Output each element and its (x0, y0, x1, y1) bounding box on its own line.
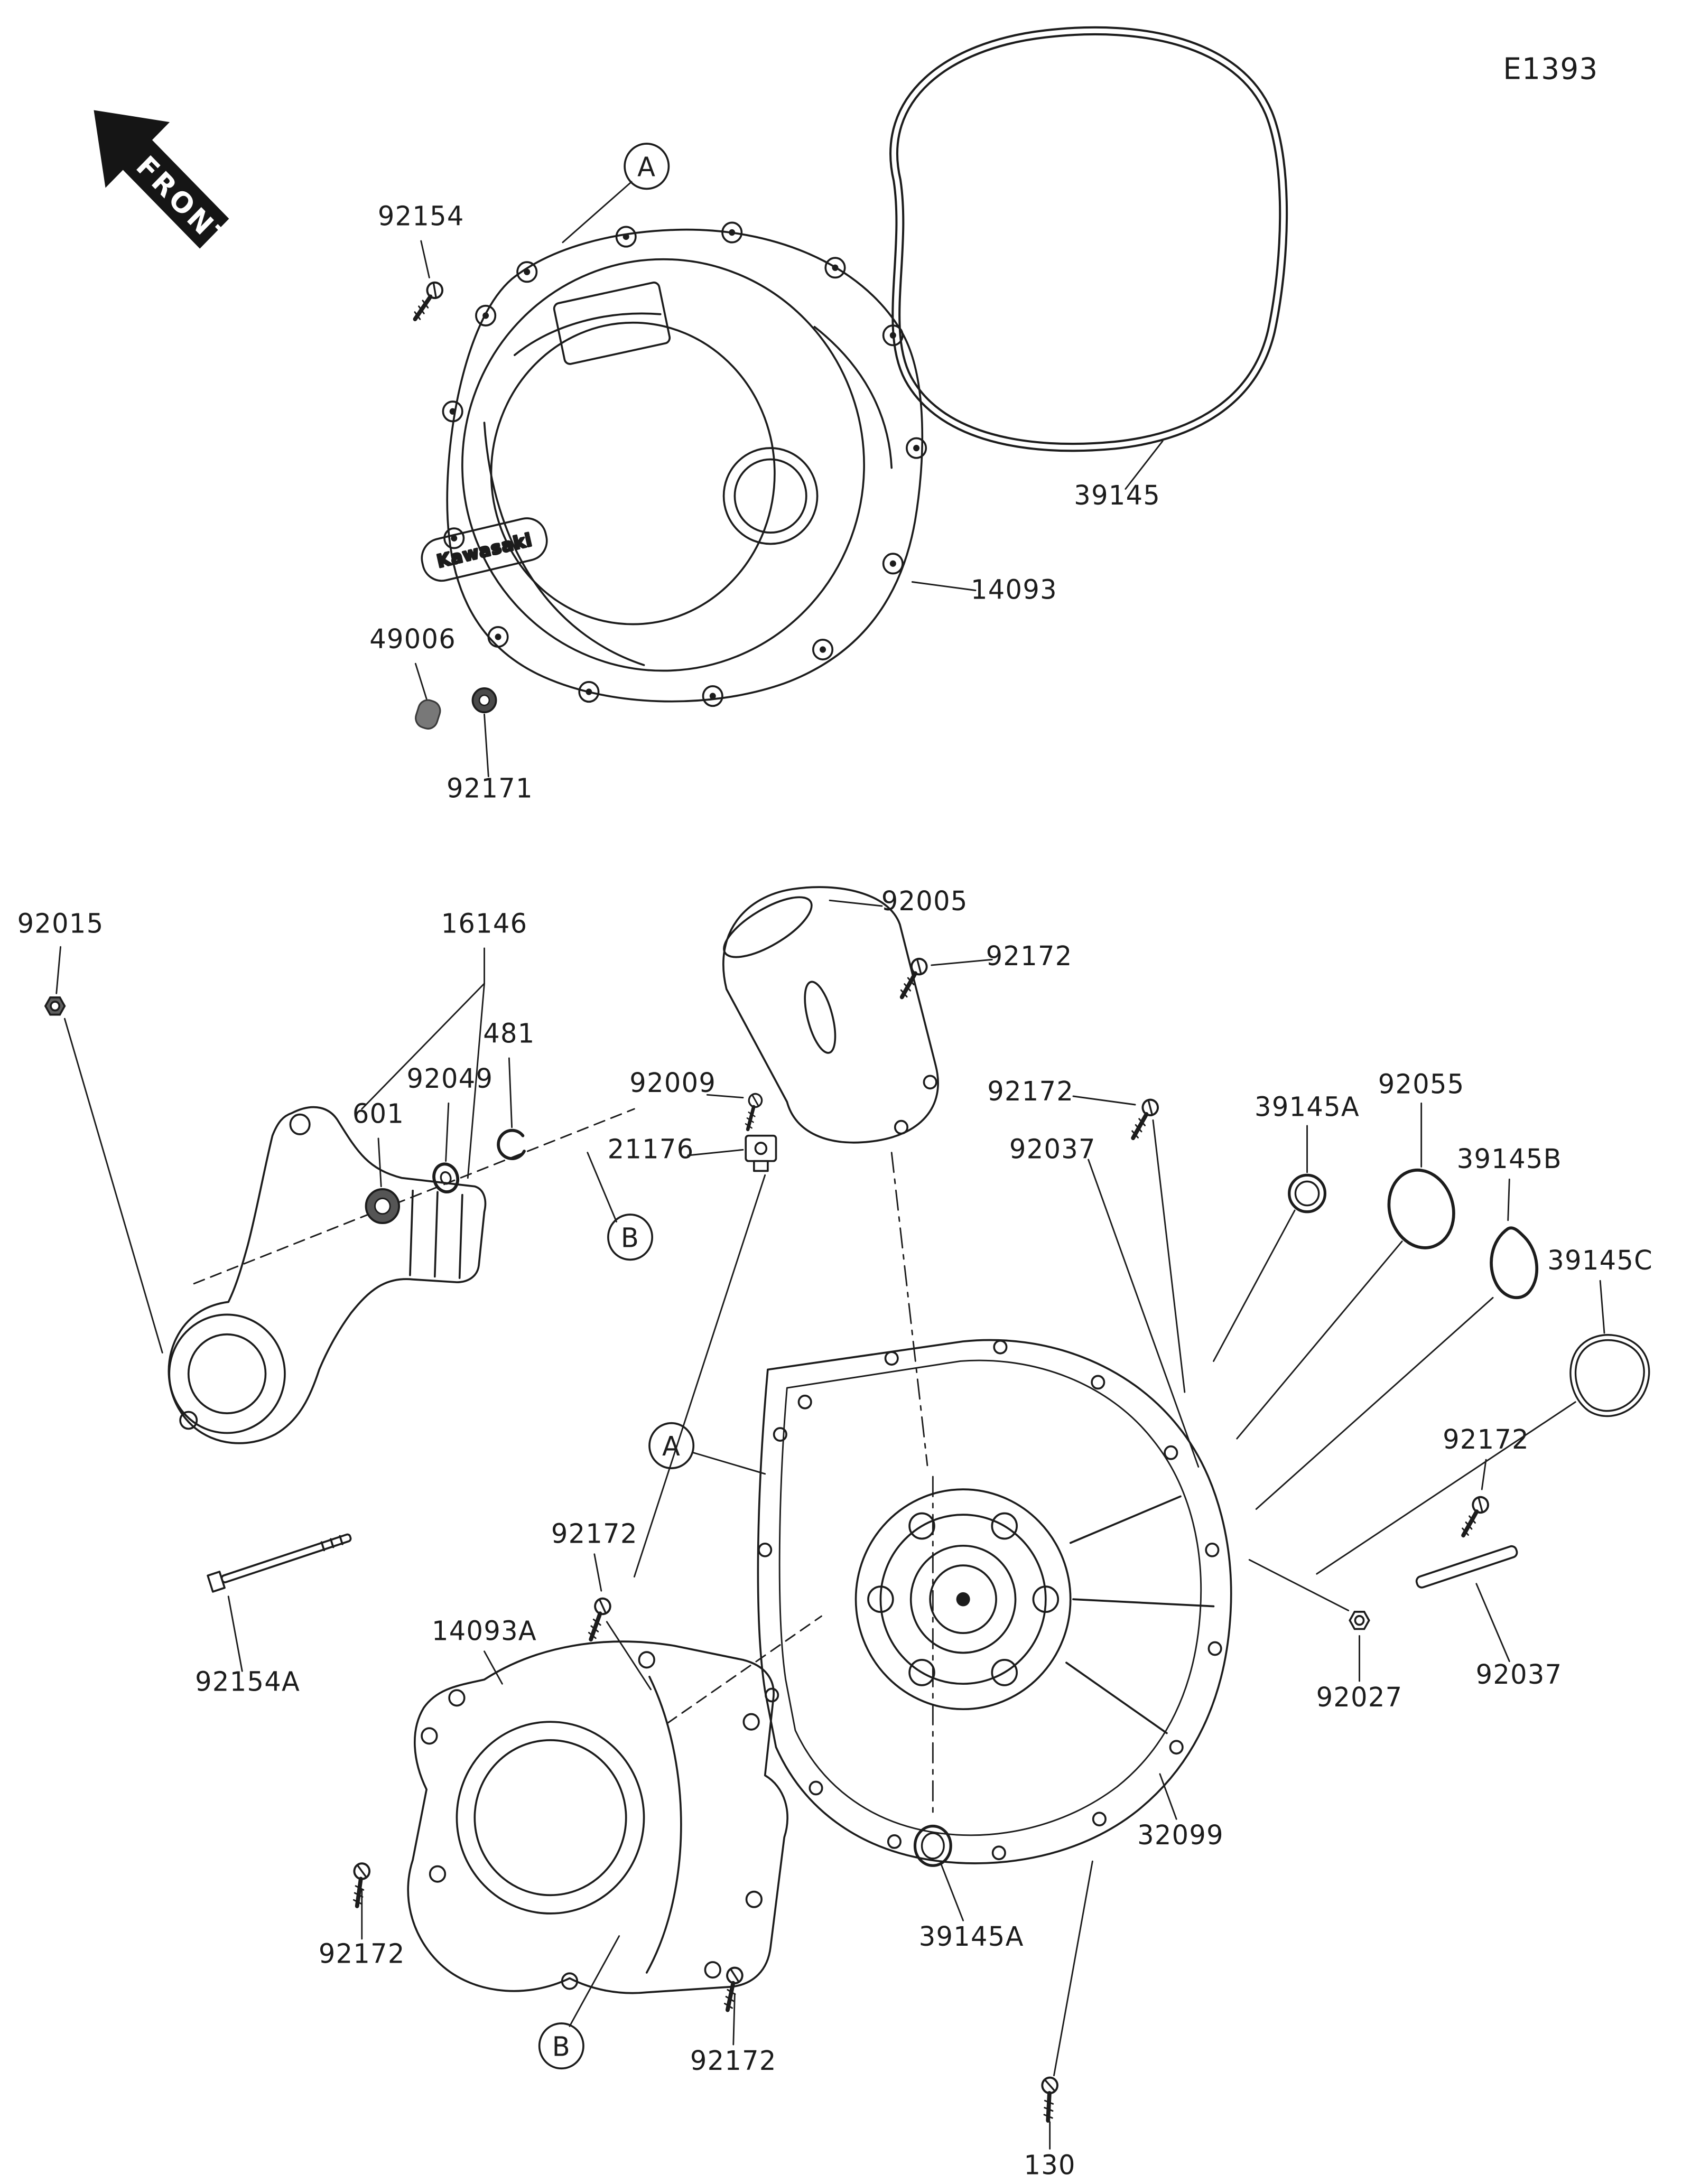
part-ring-39145A-2 (913, 1824, 952, 1867)
part-label-92049: 92049 (406, 1063, 493, 1094)
part-sensor-21176 (745, 1134, 777, 1172)
svg-text:B: B (621, 1222, 639, 1254)
part-collar-39145A-1 (1288, 1173, 1327, 1214)
svg-text:A: A (637, 152, 656, 183)
part-label-92055: 92055 (1378, 1069, 1465, 1100)
part-screw-92009 (741, 1093, 763, 1131)
part-label-92171: 92171 (447, 773, 533, 804)
part-label-130: 130 (1024, 2150, 1075, 2181)
brand-badge: Kawasaki (421, 517, 548, 582)
part-label-92037-1: 92037 (1009, 1134, 1096, 1165)
part-plug-49006 (415, 699, 441, 730)
part-label-92172-4: 92172 (319, 1938, 405, 1970)
part-label-92009: 92009 (629, 1067, 716, 1098)
part-washer-92049 (432, 1162, 460, 1193)
part-screw-92172-3 (584, 1597, 612, 1642)
part-screw-92172-5 (720, 1966, 744, 2012)
part-label-49006: 49006 (369, 623, 456, 655)
leader-lines (55, 181, 1605, 2150)
part-label-92005: 92005 (881, 885, 968, 917)
part-screw-92154 (409, 279, 445, 323)
part-bracket-16146 (168, 1106, 487, 1444)
part-engine-cover-14093: Kawasaki (421, 221, 927, 707)
cover-perimeter-holes (758, 1339, 1222, 1861)
part-screw-92172-6 (1457, 1494, 1491, 1539)
part-label-14093A: 14093A (432, 1616, 537, 1647)
cover-bolt-tabs (442, 221, 927, 707)
part-bolt-130 (1040, 2077, 1058, 2121)
page-code: E1393 (1503, 52, 1598, 87)
part-oring-92055 (1387, 1168, 1455, 1249)
part-label-32099: 32099 (1137, 1820, 1224, 1851)
callout-b-bracket: B (607, 1214, 653, 1261)
part-grommet-92171 (471, 687, 497, 714)
part-label-92037-2: 92037 (1476, 1659, 1563, 1691)
part-label-92154A: 92154A (195, 1666, 300, 1697)
part-label-92172-2: 92172 (987, 1076, 1074, 1107)
part-label-39145C: 39145C (1547, 1245, 1653, 1276)
part-clip-39145B (1490, 1226, 1538, 1300)
svg-text:A: A (662, 1431, 681, 1462)
callout-b-bottom: B (538, 2022, 584, 2070)
part-cover-14093A (407, 1640, 788, 1994)
part-label-92027: 92027 (1316, 1682, 1403, 1713)
part-screw-92172-4 (350, 1862, 370, 1907)
part-nut-92015 (44, 996, 66, 1016)
callout-a-top: A (624, 143, 670, 190)
part-label-92015: 92015 (17, 908, 104, 939)
part-circlip-481 (497, 1128, 526, 1160)
part-label-92172-1: 92172 (986, 940, 1073, 972)
part-duct-92005 (722, 886, 939, 1144)
part-bolt-92154A (207, 1533, 352, 1593)
front-label: FRONT (130, 150, 237, 259)
part-label-39145: 39145 (1074, 480, 1160, 511)
part-cover-gasket-39145 (889, 26, 1288, 452)
part-label-21176: 21176 (608, 1134, 694, 1165)
part-label-16146: 16146 (441, 908, 528, 939)
part-label-92172-3: 92172 (551, 1518, 638, 1550)
part-label-39145B: 39145B (1457, 1143, 1562, 1174)
svg-text:B: B (552, 2031, 571, 2062)
part-label-481: 481 (483, 1018, 535, 1049)
part-screw-92172-1 (895, 956, 930, 1001)
front-direction-arrow: FRONT (94, 110, 237, 259)
part-label-92172-6: 92172 (1443, 1424, 1529, 1455)
part-label-14093: 14093 (971, 574, 1057, 605)
part-label-39145A-1: 39145A (1255, 1091, 1360, 1123)
part-label-92154: 92154 (378, 201, 464, 232)
part-converter-cover-32099 (757, 1339, 1232, 1864)
callout-a-cover: A (648, 1422, 695, 1469)
front-arrow-icon (94, 110, 229, 249)
part-nut-92027 (1349, 1611, 1370, 1630)
part-bearing-601 (365, 1188, 401, 1225)
part-label-39145A-2: 39145A (919, 1921, 1024, 1953)
part-label-92172-5: 92172 (690, 2045, 777, 2076)
part-label-601: 601 (352, 1098, 404, 1130)
part-pin-92037 (1415, 1545, 1518, 1589)
part-gasket-39145C (1569, 1334, 1650, 1417)
axis-lines (193, 1108, 934, 1819)
